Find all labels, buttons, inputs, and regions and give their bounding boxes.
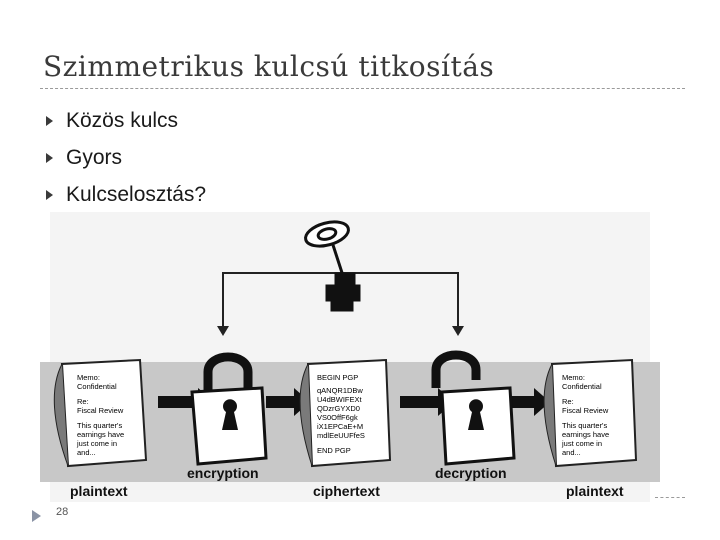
doc-line: QDzrGYXD0 bbox=[317, 404, 360, 413]
page-number: 28 bbox=[56, 506, 68, 518]
decryption-label: decryption bbox=[435, 465, 507, 481]
plaintext-label-left: plaintext bbox=[70, 483, 128, 499]
bullet-text: Kulcselosztás? bbox=[66, 183, 206, 207]
doc-line: earnings have bbox=[77, 430, 124, 439]
encryption-label: encryption bbox=[187, 465, 259, 481]
ciphertext-document: BEGIN PGP qANQR1DBw U4dBWIFEXt QDzrGYXD0… bbox=[300, 360, 390, 466]
footer-divider bbox=[655, 497, 685, 498]
bullet-arrow-icon bbox=[46, 190, 53, 200]
plaintext-label-right: plaintext bbox=[566, 483, 624, 499]
bullet-arrow-icon bbox=[46, 153, 53, 163]
bullet-arrow-icon bbox=[46, 116, 53, 126]
doc-line: Confidential bbox=[562, 382, 602, 391]
doc-line: iX1EPCaE+M bbox=[317, 422, 363, 431]
doc-line: earnings have bbox=[562, 430, 609, 439]
doc-line: Re: bbox=[562, 397, 574, 406]
plaintext-document-right: Memo: Confidential Re: Fiscal Review Thi… bbox=[544, 360, 636, 466]
symmetric-encryption-diagram: Memo: Confidential Re: Fiscal Review Thi… bbox=[40, 212, 660, 502]
bullet-item: Gyors bbox=[46, 139, 206, 176]
bullet-item: Kulcselosztás? bbox=[46, 176, 206, 213]
doc-line: Re: bbox=[77, 397, 89, 406]
doc-line: just come in bbox=[561, 439, 602, 448]
slide-title: Szimmetrikus kulcsú titkosítás bbox=[43, 50, 494, 83]
doc-line: Memo: bbox=[77, 373, 100, 382]
bullet-text: Közös kulcs bbox=[66, 109, 178, 133]
doc-line: This quarter's bbox=[77, 421, 122, 430]
doc-line: and... bbox=[77, 448, 96, 457]
doc-line: and... bbox=[562, 448, 581, 457]
plaintext-document-left: Memo: Confidential Re: Fiscal Review Thi… bbox=[54, 360, 146, 466]
doc-line: VS0OffF6gk bbox=[317, 413, 358, 422]
doc-line: This quarter's bbox=[562, 421, 607, 430]
doc-line: END PGP bbox=[317, 446, 351, 455]
title-divider bbox=[40, 88, 685, 89]
doc-line: just come in bbox=[76, 439, 117, 448]
bullet-list: Közös kulcs Gyors Kulcselosztás? bbox=[46, 102, 206, 213]
doc-line: mdlEeUUFfeS bbox=[317, 431, 365, 440]
doc-line: U4dBWIFEXt bbox=[317, 395, 363, 404]
doc-line: Memo: bbox=[562, 373, 585, 382]
doc-line: Fiscal Review bbox=[77, 406, 124, 415]
doc-line: qANQR1DBw bbox=[317, 386, 363, 395]
ciphertext-label: ciphertext bbox=[313, 483, 380, 499]
bullet-item: Közös kulcs bbox=[46, 102, 206, 139]
doc-line: Confidential bbox=[77, 382, 117, 391]
doc-line: Fiscal Review bbox=[562, 406, 609, 415]
doc-line: BEGIN PGP bbox=[317, 373, 358, 382]
slide-corner-arrow-icon bbox=[32, 510, 41, 522]
bullet-text: Gyors bbox=[66, 146, 122, 170]
